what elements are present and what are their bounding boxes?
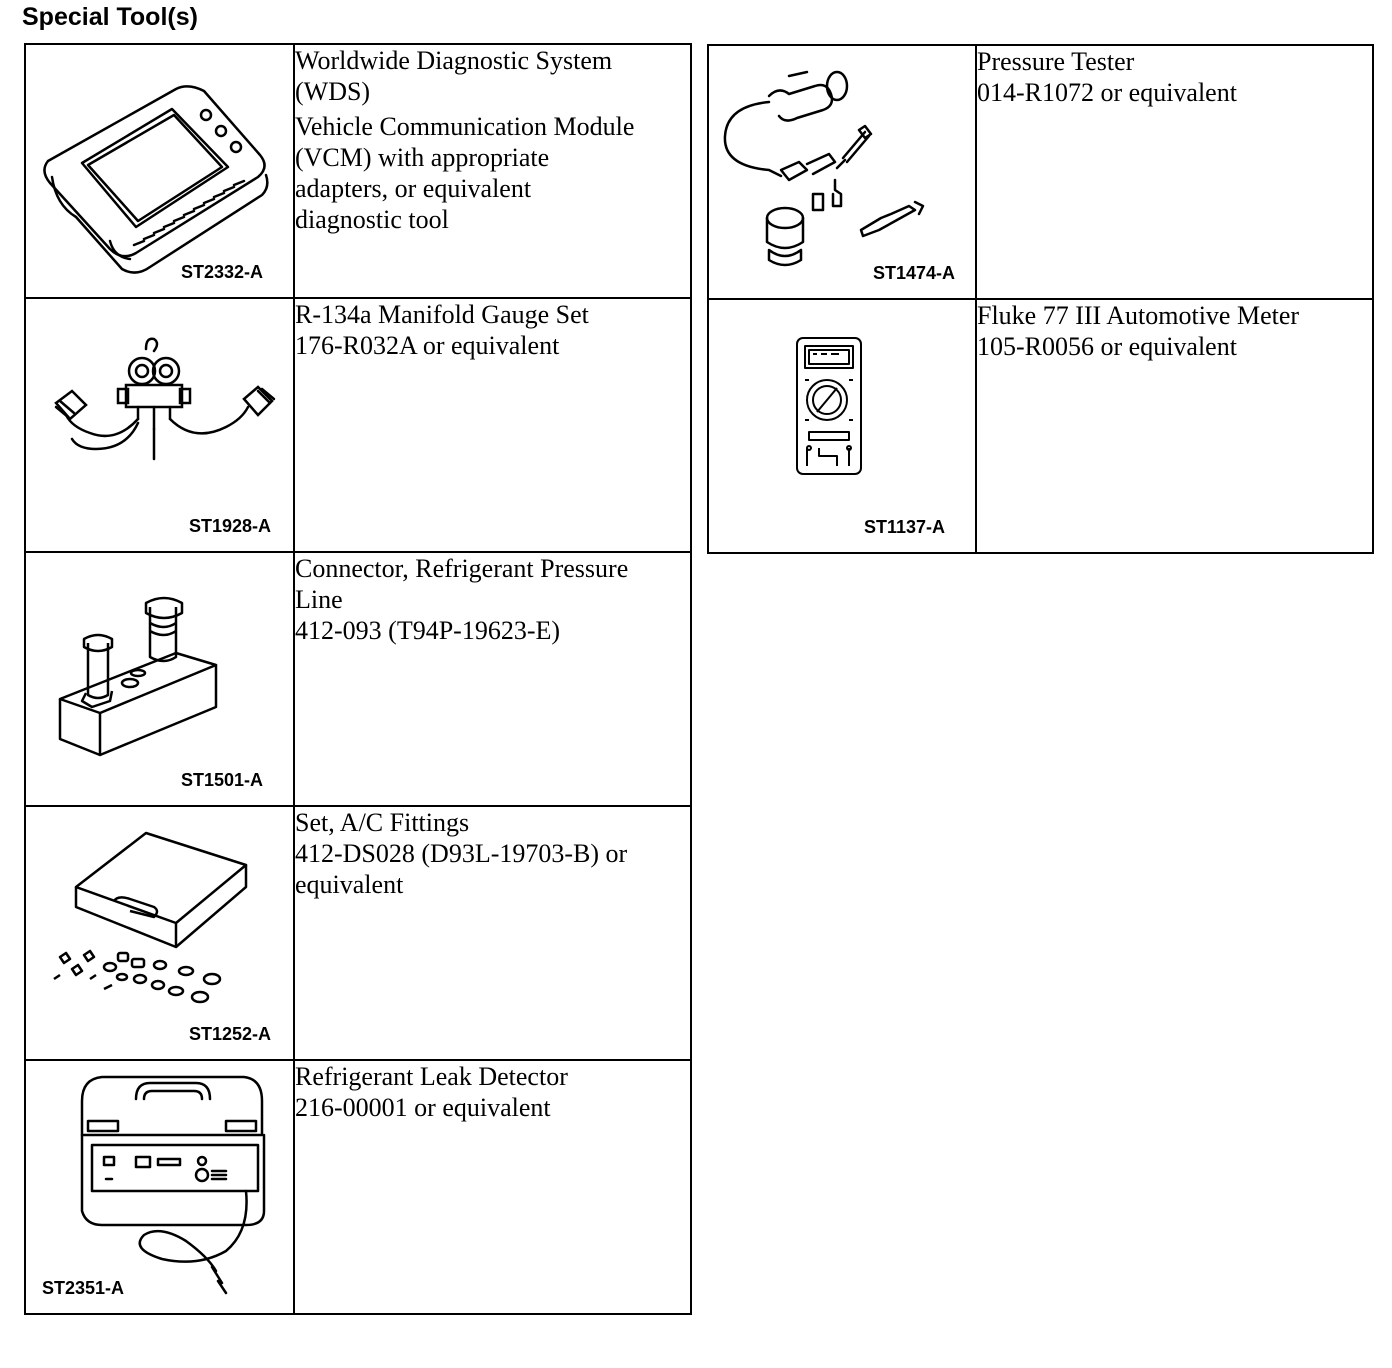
pressure-tester-illustration: [723, 70, 925, 267]
tool-image-cell: ST1474-A: [707, 44, 977, 300]
tool-code: ST1252-A: [188, 1024, 271, 1044]
description-line: Fluke 77 III Automotive Meter: [977, 301, 1300, 330]
description-line: R-134a Manifold Gauge Set: [295, 300, 589, 329]
tool-code: ST1474-A: [872, 263, 955, 283]
tool-image-cell: ST1252-A: [24, 805, 295, 1061]
description-line: equivalent: [295, 870, 404, 899]
tool-image-cell: ST1501-A: [24, 551, 295, 807]
page-heading: Special Tool(s): [22, 3, 198, 31]
tool-row: ST2332-A Worldwide Diagnostic System(WDS…: [24, 43, 692, 299]
description-line: Vehicle Communication Module: [295, 112, 635, 141]
tool-code: ST1501-A: [180, 770, 263, 790]
description-line: (WDS): [295, 77, 371, 106]
tool-row: ST1501-A Connector, Refrigerant Pressure…: [24, 551, 692, 807]
tool-image-cell: ST1137-A: [707, 298, 977, 554]
description-line: Worldwide Diagnostic System: [295, 46, 613, 75]
tool-image-cell: ST1928-A: [24, 297, 295, 553]
description-line: 216-00001 or equivalent: [295, 1093, 551, 1122]
tool-description: Worldwide Diagnostic System(WDS) Vehicle…: [293, 43, 692, 299]
tool-image-cell: ST2351-A: [24, 1059, 295, 1315]
description-line: 176-R032A or equivalent: [295, 331, 560, 360]
manifold-gauge-illustration: [54, 337, 276, 461]
description-line: 412-093 (T94P-19623-E): [295, 616, 561, 645]
description-line: Connector, Refrigerant Pressure: [295, 554, 629, 583]
description-line: adapters, or equivalent: [295, 174, 532, 203]
description-line: 412-DS028 (D93L-19703-B) or: [295, 839, 628, 868]
description-line: 105-R0056 or equivalent: [977, 332, 1237, 361]
tool-image-cell: ST2332-A: [24, 43, 295, 299]
description-line: Set, A/C Fittings: [295, 808, 470, 837]
tool-code: ST2351-A: [42, 1278, 125, 1298]
special-tools-table-left: ST2332-A Worldwide Diagnostic System(WDS…: [24, 43, 692, 1315]
tool-code: ST1928-A: [188, 516, 271, 536]
fittings-case-illustration: [53, 831, 248, 1004]
description-line: Pressure Tester: [977, 47, 1135, 76]
leak-detector-illustration: [80, 1075, 266, 1295]
description-line: Line: [295, 585, 343, 614]
description-line: diagnostic tool: [295, 205, 449, 234]
description-line: (VCM) with appropriate: [295, 143, 550, 172]
multimeter-illustration: [796, 337, 862, 475]
diagnostic-tablet-illustration: [43, 85, 269, 274]
tool-code: ST1137-A: [863, 517, 945, 537]
description-line: Refrigerant Leak Detector: [295, 1062, 568, 1091]
tool-code: ST2332-A: [180, 262, 263, 282]
description-line: 014-R1072 or equivalent: [977, 78, 1237, 107]
pressure-line-connector-illustration: [58, 596, 218, 757]
